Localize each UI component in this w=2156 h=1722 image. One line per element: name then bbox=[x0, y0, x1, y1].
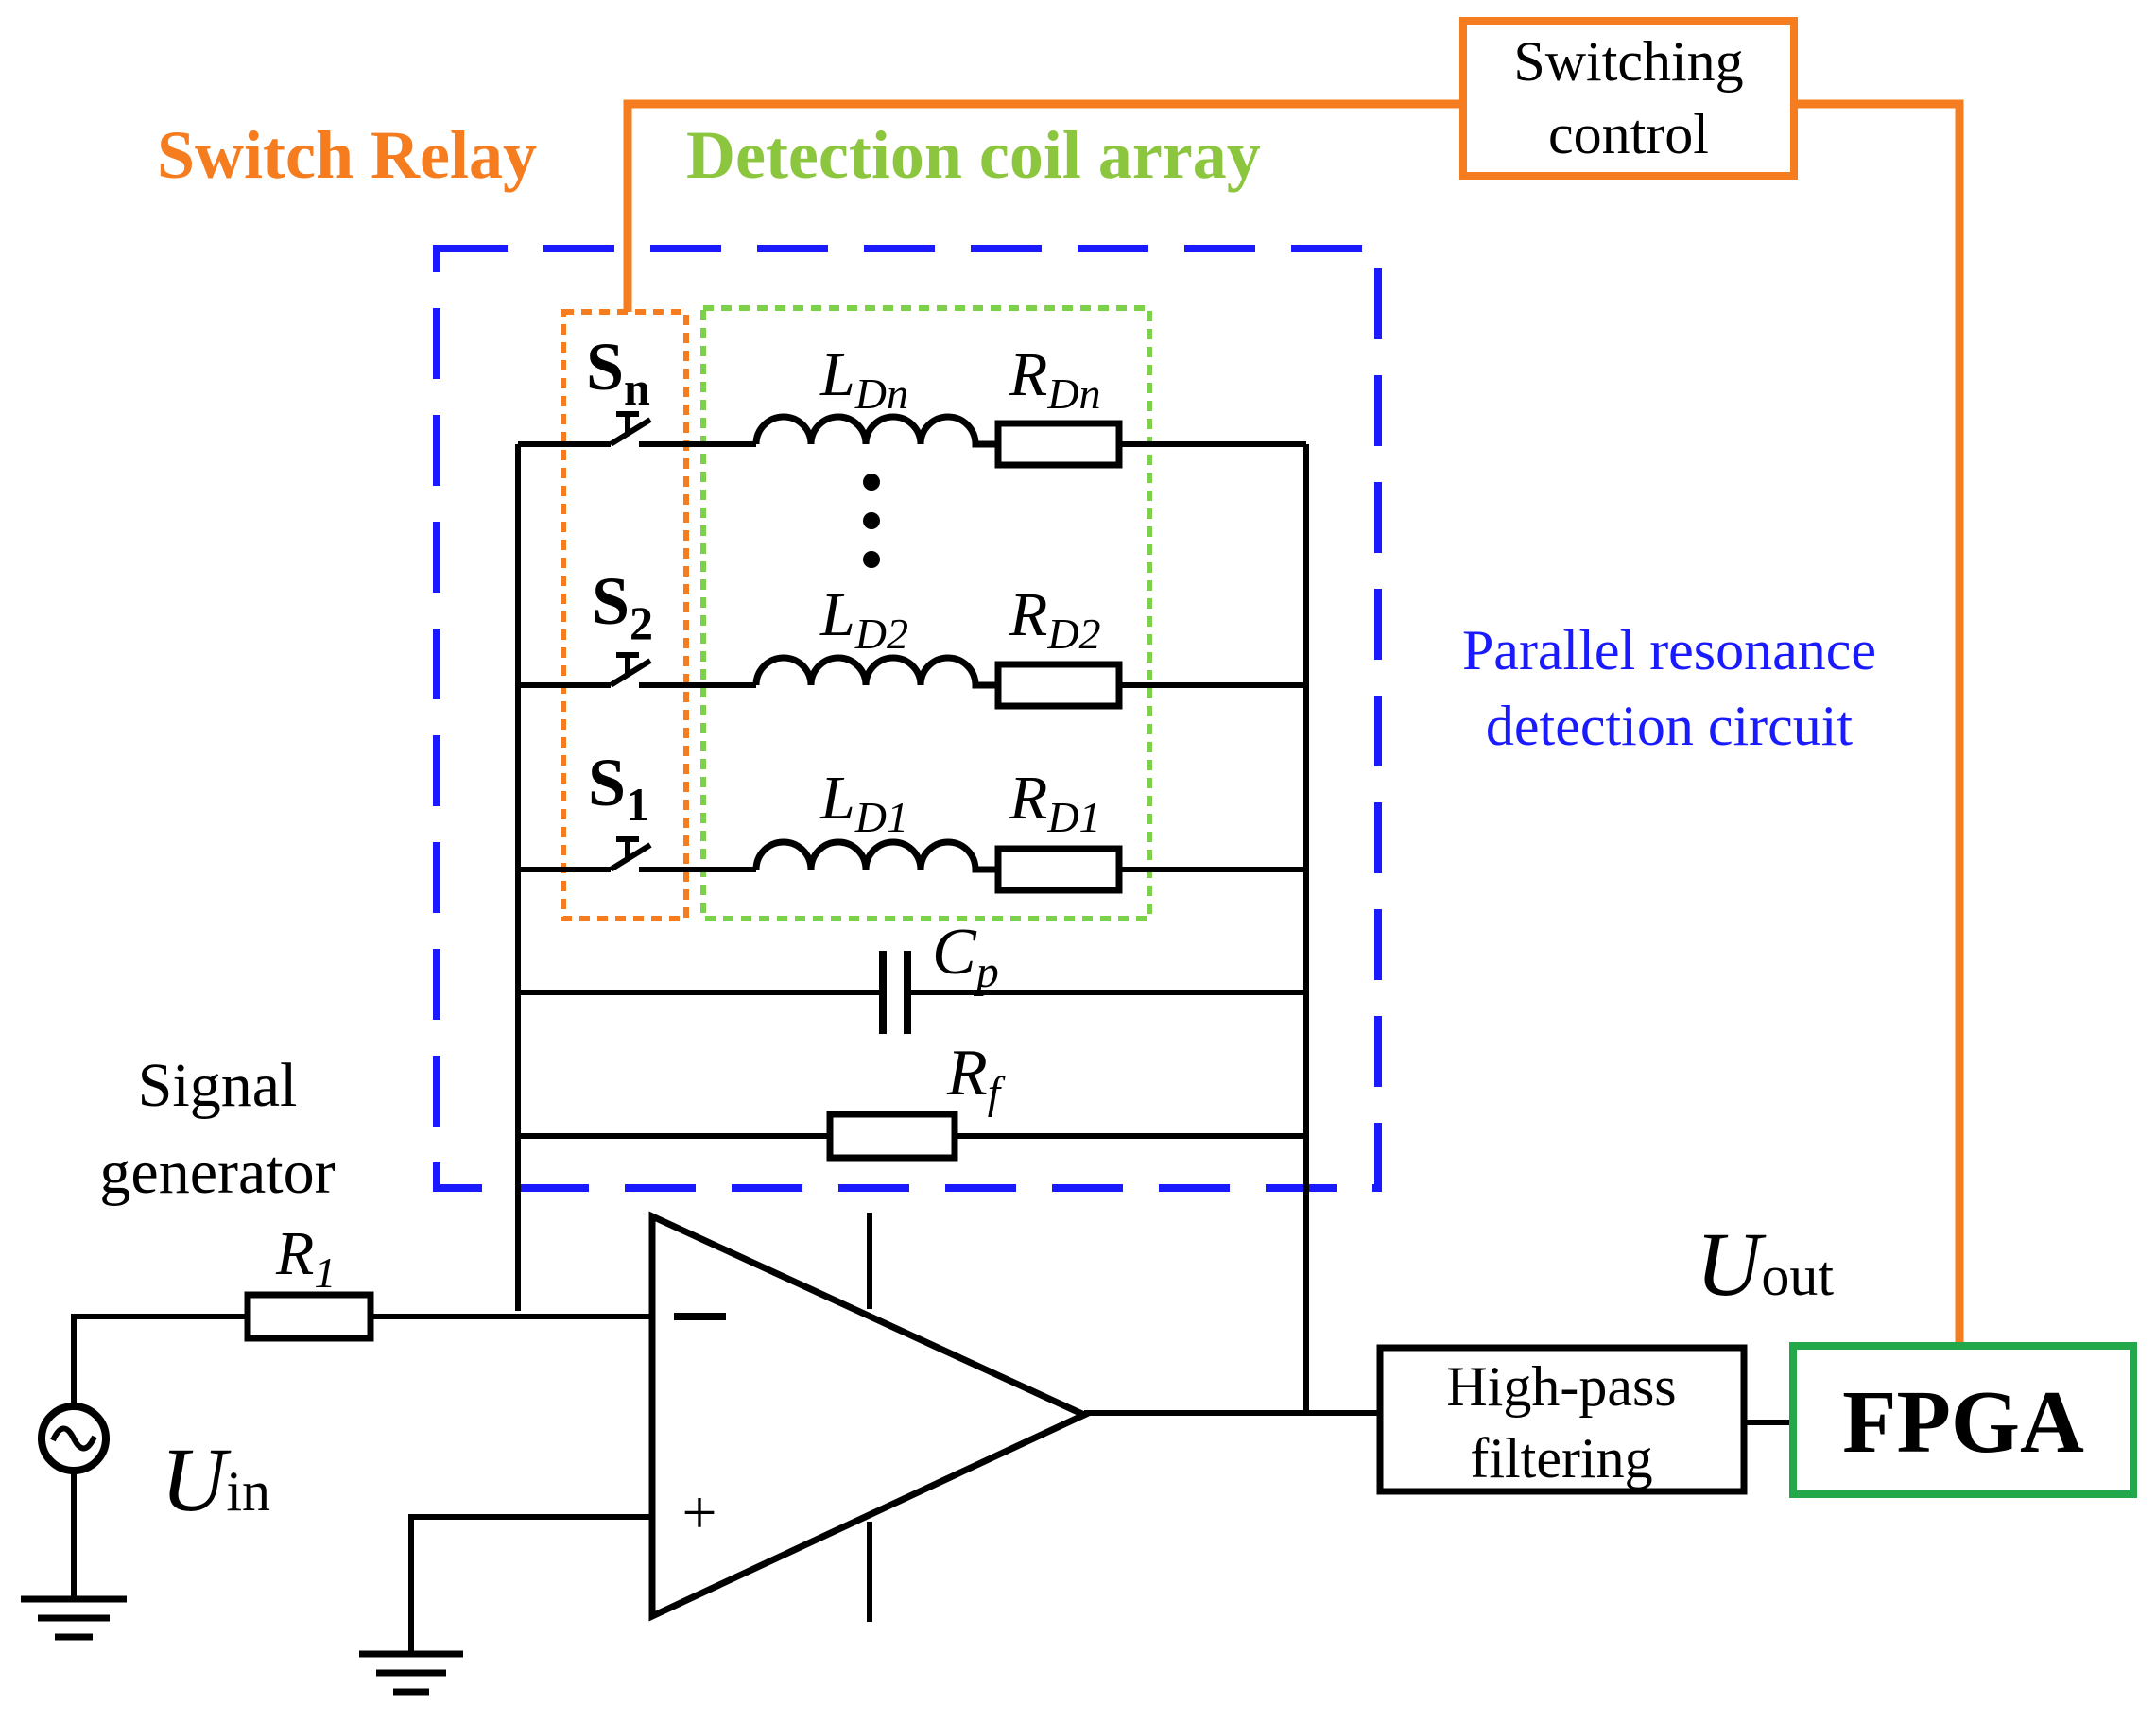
ground-symbol-source bbox=[21, 1595, 127, 1641]
capacitor-cp-label: Cp bbox=[932, 916, 999, 997]
ground-symbol-opamp bbox=[359, 1650, 463, 1696]
resistor-r1-label: R1 bbox=[275, 1219, 336, 1297]
switching-control-wiring bbox=[623, 99, 1964, 1346]
parallel-resonance-boundary bbox=[433, 245, 1382, 1192]
op-amp bbox=[648, 1211, 1093, 1622]
resistor-r1 bbox=[244, 1291, 374, 1342]
parallel-resonance-label-line2: detection circuit bbox=[1486, 695, 1853, 757]
op-amp-plus-sign: + bbox=[681, 1478, 716, 1547]
resistor-rf bbox=[826, 1111, 958, 1162]
resistor-rdn-label: RDn bbox=[1009, 340, 1101, 418]
switch-s2-label: S2 bbox=[592, 563, 653, 649]
resistor-rd1-label: RD1 bbox=[1009, 764, 1101, 841]
input-voltage-label: Uin bbox=[161, 1429, 270, 1530]
switch-actuators bbox=[616, 411, 639, 860]
inductor-ld2-label: LD2 bbox=[819, 580, 908, 658]
inductor-symbols bbox=[752, 413, 998, 873]
signal-source bbox=[38, 1403, 110, 1474]
switch-relay-label: Switch Relay bbox=[157, 117, 537, 193]
sine-wave-icon bbox=[50, 1425, 97, 1452]
signal-generator-label-line1: Signal bbox=[138, 1051, 298, 1120]
high-pass-filter-box bbox=[1376, 1344, 1748, 1495]
detection-coil-array-label: Detection coil array bbox=[686, 117, 1261, 193]
resistor-rd2 bbox=[994, 661, 1123, 710]
switching-control-box bbox=[1459, 17, 1798, 180]
switch-relay-boundary bbox=[561, 309, 689, 921]
parallel-resonance-label-line1: Parallel resonance bbox=[1462, 619, 1876, 681]
inductor-ldn bbox=[752, 413, 998, 448]
switch-s1-label: S1 bbox=[588, 745, 649, 831]
output-voltage-label: Uout bbox=[1696, 1214, 1834, 1315]
capacitor-cp bbox=[879, 951, 911, 1034]
switch-sn-label: Sn bbox=[586, 329, 650, 415]
inductor-ld1 bbox=[752, 838, 998, 873]
resistor-rdn bbox=[994, 420, 1123, 469]
fpga-box bbox=[1789, 1342, 2137, 1498]
high-pass-label-line1: High-pass bbox=[1446, 1355, 1676, 1418]
high-pass-label-line2: filtering bbox=[1470, 1427, 1652, 1490]
switching-control-label-line1: Switching bbox=[1513, 30, 1743, 93]
detection-coil-boundary bbox=[700, 305, 1152, 921]
ellipsis-dots bbox=[863, 474, 880, 568]
resistor-rd2-label: RD2 bbox=[1009, 580, 1101, 658]
inductor-ld1-label: LD1 bbox=[819, 764, 908, 841]
inductor-ld2 bbox=[752, 654, 998, 689]
inductor-ldn-label: LDn bbox=[819, 340, 908, 418]
switching-control-label-line2: control bbox=[1548, 103, 1709, 165]
resistor-rd1 bbox=[994, 845, 1123, 894]
fpga-label: FPGA bbox=[1842, 1373, 2084, 1472]
detection-resistors bbox=[994, 420, 1123, 894]
signal-generator-label-line2: generator bbox=[99, 1138, 335, 1207]
resistor-rf-label: Rf bbox=[946, 1037, 1006, 1118]
